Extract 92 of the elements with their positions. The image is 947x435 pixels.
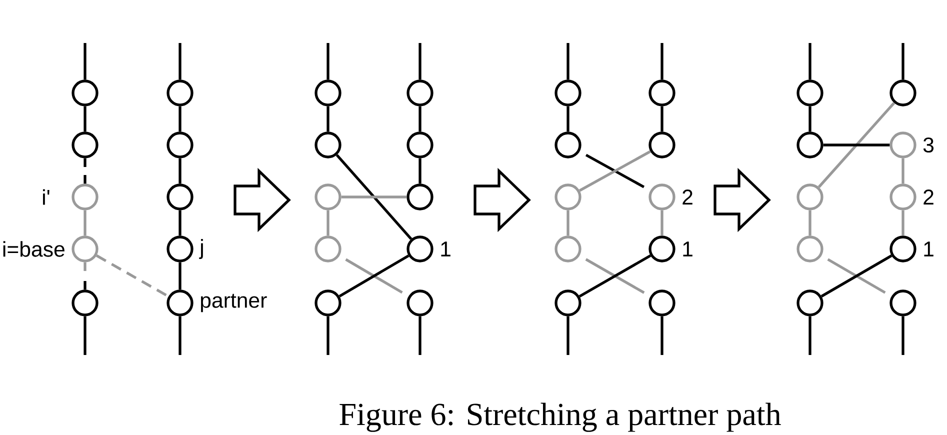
node-label: j [199, 239, 203, 259]
line-stub [902, 316, 904, 355]
node-label: 2 [924, 190, 934, 204]
node-circle [314, 80, 342, 106]
connector-line [345, 258, 403, 294]
connector-line [178, 210, 182, 236]
connector-line [585, 258, 645, 294]
connector-line [579, 150, 651, 192]
line-stub [326, 43, 330, 80]
node-circle [554, 132, 582, 158]
node-circle [648, 132, 676, 158]
node-circle [648, 290, 676, 316]
line-stub [566, 316, 570, 355]
node-circle [796, 236, 824, 262]
line-stub [902, 43, 904, 80]
node-circle [314, 290, 342, 316]
connector-line [823, 144, 890, 146]
node-circle [796, 184, 824, 210]
node-circle [72, 132, 98, 158]
node-circle [796, 132, 824, 158]
connector-line [820, 254, 892, 298]
connector-line [178, 262, 182, 290]
connector-line [178, 158, 182, 184]
connector-line [660, 210, 664, 236]
node-circle [166, 132, 194, 158]
node-circle [554, 236, 582, 262]
connector-line [418, 158, 422, 184]
node-circle [72, 290, 98, 316]
node-circle [406, 132, 434, 158]
node-circle [796, 80, 824, 106]
line-stub [178, 43, 182, 80]
node-circle [72, 80, 98, 106]
node-circle [166, 80, 194, 106]
line-stub [418, 43, 422, 80]
node-circle [314, 184, 342, 210]
node-circle [406, 290, 434, 316]
node-label: 1 [441, 242, 450, 256]
node-circle [554, 290, 582, 316]
connector-line [326, 106, 330, 132]
connector-line [902, 158, 904, 184]
node-label: partner [201, 294, 267, 312]
node-label: i=base [3, 241, 64, 257]
line-stub [808, 316, 812, 355]
line-stub [418, 316, 422, 355]
line-stub [808, 43, 812, 80]
node-circle [796, 290, 824, 316]
connector-line [902, 210, 904, 236]
figure-caption: Figure 6: Stretching a partner path [340, 402, 781, 432]
node-label: 3 [923, 137, 934, 153]
node-circle [314, 132, 342, 158]
node-circle [406, 80, 434, 106]
connector-line [818, 102, 896, 188]
line-stub [84, 43, 86, 80]
connector-line [84, 106, 86, 132]
node-circle [406, 184, 434, 210]
node-label: 2 [682, 190, 692, 204]
connector-line [178, 106, 182, 132]
connector-line [84, 210, 86, 236]
connector-line [578, 254, 652, 298]
node-circle [314, 236, 342, 262]
line-stub [84, 158, 86, 167]
line-stub [566, 43, 570, 80]
line-stub [84, 262, 86, 271]
line-stub [178, 316, 182, 355]
node-circle [554, 80, 582, 106]
line-stub [84, 281, 86, 290]
node-label: 1 [924, 242, 934, 256]
connector-line [827, 258, 886, 294]
connector-line [96, 254, 170, 298]
line-stub [84, 175, 86, 184]
node-circle [648, 80, 676, 106]
line-stub [326, 316, 330, 355]
connector-line [585, 154, 645, 188]
node-circle [890, 80, 916, 106]
connector-line [808, 210, 812, 236]
connector-line [566, 106, 570, 132]
line-stub [660, 316, 664, 355]
line-stub [84, 316, 86, 355]
connector-line [336, 154, 412, 240]
connector-line [808, 106, 812, 132]
node-circle [166, 184, 194, 210]
node-label: i' [43, 189, 50, 205]
node-circle [890, 290, 916, 316]
connector-line [660, 106, 664, 132]
connector-line [338, 254, 410, 298]
connector-line [566, 210, 570, 236]
node-label: 1 [683, 242, 692, 256]
connector-line [418, 106, 422, 132]
line-stub [660, 43, 664, 80]
connector-line [326, 210, 330, 236]
node-circle [554, 184, 582, 210]
connector-line [341, 196, 407, 198]
